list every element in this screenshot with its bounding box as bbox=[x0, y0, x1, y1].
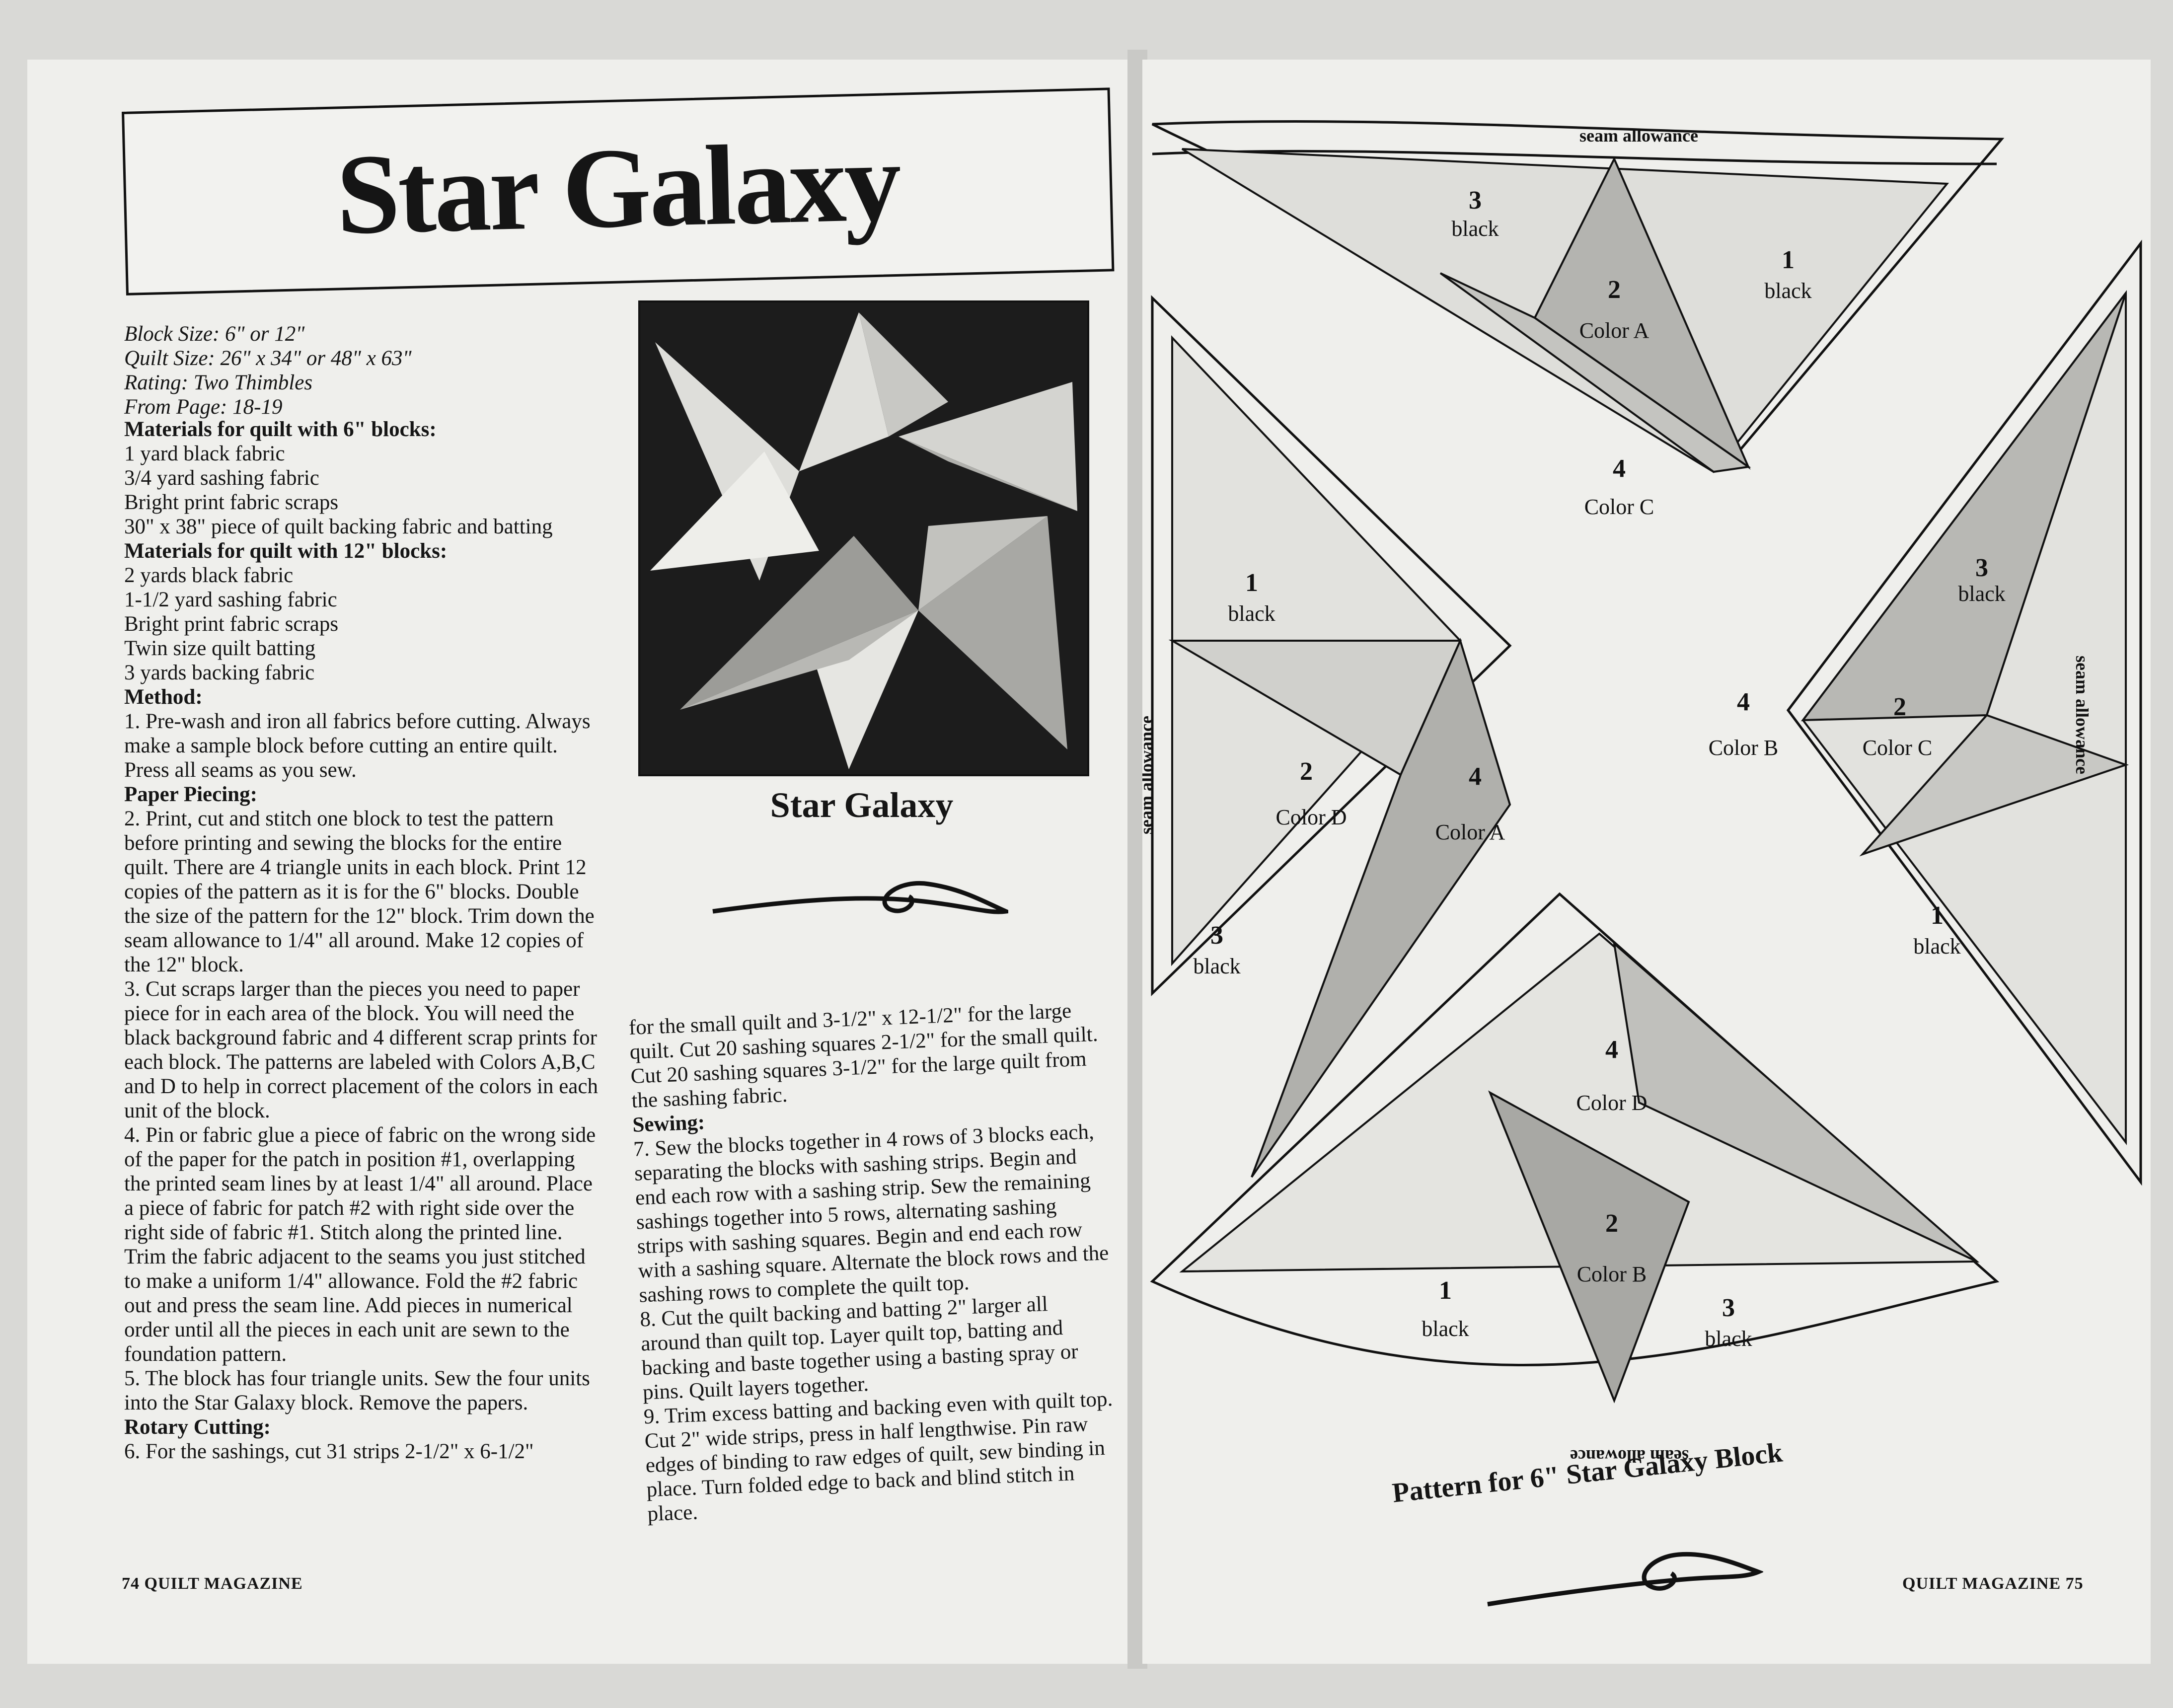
paragraph: 4. Pin or fabric glue a piece of fabric … bbox=[124, 1123, 596, 1366]
seam-label-bottom: seam allowance bbox=[1570, 1446, 1689, 1466]
label-num: 2 bbox=[1300, 757, 1313, 786]
label-text: Color C bbox=[1584, 495, 1654, 519]
star-galaxy-block-photo bbox=[638, 300, 1089, 776]
label-text: black bbox=[1705, 1327, 1752, 1351]
label-num: 4 bbox=[1737, 688, 1750, 716]
meta-line: Block Size: 6" or 12" bbox=[124, 322, 305, 346]
paragraph: 8. Cut the quilt backing and batting 2" … bbox=[639, 1292, 1079, 1405]
label-text: Color C bbox=[1863, 736, 1933, 760]
meta-line: Quilt Size: 26" x 34" or 48" x 63" bbox=[124, 347, 412, 370]
label-text: black bbox=[1913, 934, 1960, 959]
seam-label-top: seam allowance bbox=[1579, 126, 1698, 146]
page-title: Star Galaxy bbox=[335, 117, 901, 258]
section-heading: Paper Piecing: bbox=[124, 783, 257, 806]
label-num: 3 bbox=[1210, 921, 1223, 950]
label-num: 2 bbox=[1608, 276, 1621, 304]
label-text: black bbox=[1764, 279, 1811, 303]
paragraph: 1. Pre-wash and iron all fabrics before … bbox=[124, 710, 591, 782]
paragraph: Bright print fabric scraps bbox=[124, 612, 339, 636]
instructions-column-1: Materials for quilt with 6" blocks:1 yar… bbox=[124, 417, 601, 1464]
label-text: black bbox=[1451, 217, 1499, 241]
meta-line: From Page: 18-19 bbox=[124, 395, 283, 419]
title-banner: Star Galaxy bbox=[122, 87, 1115, 296]
label-num: 2 bbox=[1893, 693, 1906, 721]
paragraph: 2 yards black fabric bbox=[124, 564, 294, 587]
section-heading: Rotary Cutting: bbox=[124, 1415, 271, 1439]
flourish-ornament bbox=[1487, 1552, 1763, 1607]
instructions-column-2: for the small quilt and 3-1/2" x 12-1/2"… bbox=[628, 998, 1120, 1527]
flourish-ornament bbox=[712, 881, 1008, 914]
label-text: Color B bbox=[1577, 1262, 1647, 1286]
label-num: 3 bbox=[1469, 186, 1482, 215]
paragraph: Bright print fabric scraps bbox=[124, 491, 339, 514]
label-num: 1 bbox=[1782, 246, 1795, 274]
label-text: Color A bbox=[1435, 820, 1505, 844]
meta-line: Rating: Two Thimbles bbox=[124, 371, 313, 394]
label-text: Color A bbox=[1579, 318, 1649, 343]
seam-label-left: seam allowance bbox=[1142, 716, 1156, 834]
paragraph: 30" x 38" piece of quilt backing fabric … bbox=[124, 515, 553, 538]
paragraph: 1 yard black fabric bbox=[124, 442, 285, 465]
label-num: 1 bbox=[1931, 901, 1944, 930]
paragraph: 3/4 yard sashing fabric bbox=[124, 466, 319, 490]
section-heading: Method: bbox=[124, 685, 203, 709]
paragraph: Twin size quilt batting bbox=[124, 637, 316, 660]
label-num: 3 bbox=[1722, 1294, 1735, 1322]
label-num: 4 bbox=[1605, 1036, 1618, 1064]
label-num: 4 bbox=[1469, 762, 1482, 791]
label-num: 1 bbox=[1439, 1276, 1452, 1305]
paper-piecing-pattern: seam allowance seam allowance seam allow… bbox=[1142, 120, 2142, 1466]
label-num: 3 bbox=[1975, 554, 1988, 582]
star-block-illustration bbox=[640, 302, 1087, 774]
right-footer: QUILT MAGAZINE 75 bbox=[1902, 1574, 2084, 1593]
label-num: 1 bbox=[1245, 569, 1258, 597]
section-heading: Materials for quilt with 12" blocks: bbox=[124, 539, 448, 563]
paragraph: 3. Cut scraps larger than the pieces you… bbox=[124, 977, 598, 1122]
label-text: black bbox=[1422, 1317, 1469, 1341]
label-num: 4 bbox=[1613, 454, 1626, 483]
paragraph: 9. Trim excess batting and backing even … bbox=[643, 1387, 1113, 1526]
label-text: black bbox=[1228, 601, 1275, 626]
label-num: 2 bbox=[1605, 1209, 1618, 1238]
paragraph: 1-1/2 yard sashing fabric bbox=[124, 588, 337, 611]
photo-caption: Star Galaxy bbox=[770, 785, 954, 825]
label-text: black bbox=[1193, 954, 1240, 978]
paragraph: 5. The block has four triangle units. Se… bbox=[124, 1367, 590, 1414]
paragraph: 7. Sew the blocks together in 4 rows of … bbox=[633, 1120, 1110, 1307]
label-text: Color D bbox=[1576, 1091, 1648, 1115]
paragraph: 6. For the sashings, cut 31 strips 2-1/2… bbox=[124, 1440, 534, 1463]
seam-label-right: seam allowance bbox=[2072, 656, 2092, 774]
label-text: black bbox=[1958, 582, 2005, 606]
section-heading: Materials for quilt with 6" blocks: bbox=[124, 418, 437, 441]
left-footer: 74 QUILT MAGAZINE bbox=[122, 1574, 303, 1593]
label-text: Color D bbox=[1276, 805, 1347, 829]
paragraph: 2. Print, cut and stitch one block to te… bbox=[124, 807, 595, 976]
block-info: Block Size: 6" or 12" Quilt Size: 26" x … bbox=[124, 322, 412, 419]
paragraph: for the small quilt and 3-1/2" x 12-1/2"… bbox=[628, 999, 1099, 1113]
label-text: Color B bbox=[1709, 736, 1779, 760]
paragraph: 3 yards backing fabric bbox=[124, 661, 315, 684]
